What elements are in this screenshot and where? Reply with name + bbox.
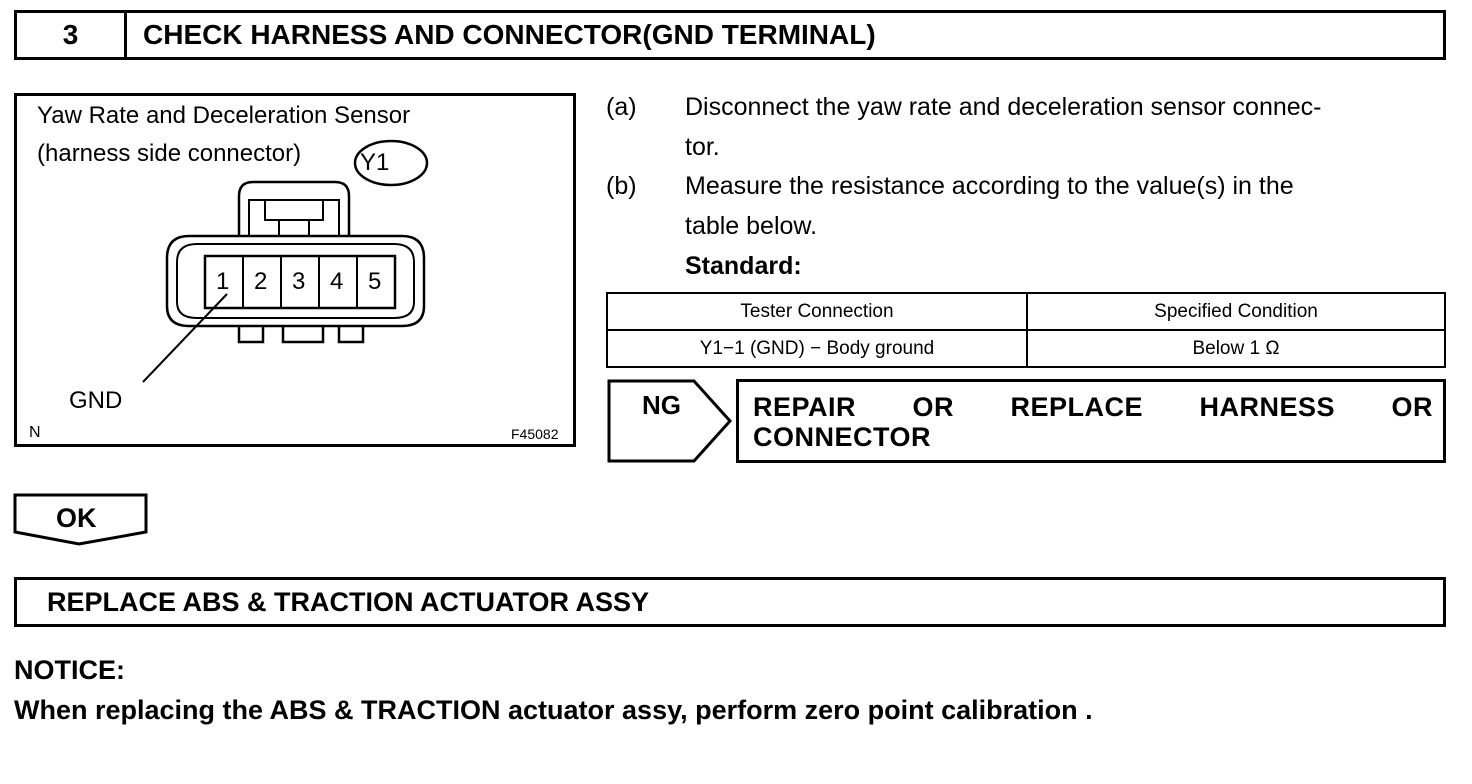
connector-id-ellipse: [353, 139, 429, 187]
pin-2: 2: [254, 268, 268, 295]
pin-5: 5: [368, 268, 382, 295]
ng-word: REPLACE: [1010, 392, 1143, 422]
instruction-a-line1: Disconnect the yaw rate and deceleration…: [685, 93, 1322, 121]
gnd-leader-line: [142, 293, 228, 383]
figure-code: F45082: [511, 426, 559, 442]
ng-label: NG: [642, 390, 681, 420]
connector-drawing: [142, 139, 429, 383]
table-cell: Below 1 Ω: [1026, 329, 1446, 368]
notice-body: When replacing the ABS & TRACTION actuat…: [14, 695, 1093, 725]
ng-action-line2: CONNECTOR: [753, 422, 932, 452]
figure-corner-label: N: [29, 424, 41, 441]
instruction-b-line1: Measure the resistance according to the …: [685, 172, 1294, 200]
instruction-b-line2: table below.: [685, 212, 818, 240]
table-cell: Y1−1 (GND) − Body ground: [606, 329, 1028, 368]
pin-frame: [203, 254, 397, 310]
standard-label: Standard:: [685, 252, 802, 280]
table-header-cell: Tester Connection: [606, 292, 1028, 331]
pin-1: 1: [216, 268, 230, 295]
instruction-a-line2: tor.: [685, 133, 720, 161]
connector-housing-inner: [176, 243, 415, 319]
bottom-tab-left: [237, 326, 265, 344]
figure-title-line1: Yaw Rate and Deceleration Sensor: [37, 102, 411, 129]
ok-arrow-shape: [13, 493, 148, 546]
connector-figure: Yaw Rate and Deceleration Sensor (harnes…: [14, 93, 576, 447]
step-title: CHECK HARNESS AND CONNECTOR(GND TERMINAL…: [143, 19, 876, 50]
connector-latch: [237, 180, 351, 236]
replace-action-text: REPLACE ABS & TRACTION ACTUATOR ASSY: [47, 587, 650, 617]
pin-3: 3: [292, 268, 306, 295]
ng-word: OR: [912, 392, 954, 422]
pin-4: 4: [330, 268, 344, 295]
ng-arrow-shape: [607, 379, 733, 463]
instruction-a-label: (a): [606, 93, 637, 121]
instruction-b-label: (b): [606, 172, 637, 200]
table-header-row: Tester Connection Specified Condition: [606, 292, 1446, 331]
notice-title: NOTICE:: [14, 655, 125, 685]
table-header-cell: Specified Condition: [1026, 292, 1446, 331]
gnd-label: GND: [69, 387, 123, 414]
ng-word: HARNESS: [1199, 392, 1336, 422]
step-number: 3: [17, 13, 127, 57]
spec-table: Tester Connection Specified Condition Y1…: [606, 292, 1446, 368]
connector-latch-legs: [278, 220, 310, 236]
step-header: 3 CHECK HARNESS AND CONNECTOR(GND TERMIN…: [14, 10, 1446, 60]
ng-action-line1: REPAIR OR REPLACE HARNESS OR: [753, 392, 1433, 423]
ng-action-box: REPAIR OR REPLACE HARNESS OR CONNECTOR: [736, 379, 1446, 463]
ok-label: OK: [56, 503, 97, 533]
connector-housing-outer: [165, 234, 426, 328]
connector-id-label: Y1: [360, 149, 390, 176]
connector-latch-inner: [248, 199, 340, 236]
replace-action-box: REPLACE ABS & TRACTION ACTUATOR ASSY: [14, 577, 1446, 627]
ng-word: REPAIR: [753, 392, 857, 422]
bottom-tab-right: [337, 326, 365, 344]
ng-word: OR: [1391, 392, 1433, 422]
bottom-tab-middle: [281, 326, 325, 344]
table-row: Y1−1 (GND) − Body ground Below 1 Ω: [606, 329, 1446, 368]
figure-title-line2: (harness side connector): [37, 140, 302, 167]
connector-latch-tab: [264, 199, 324, 221]
